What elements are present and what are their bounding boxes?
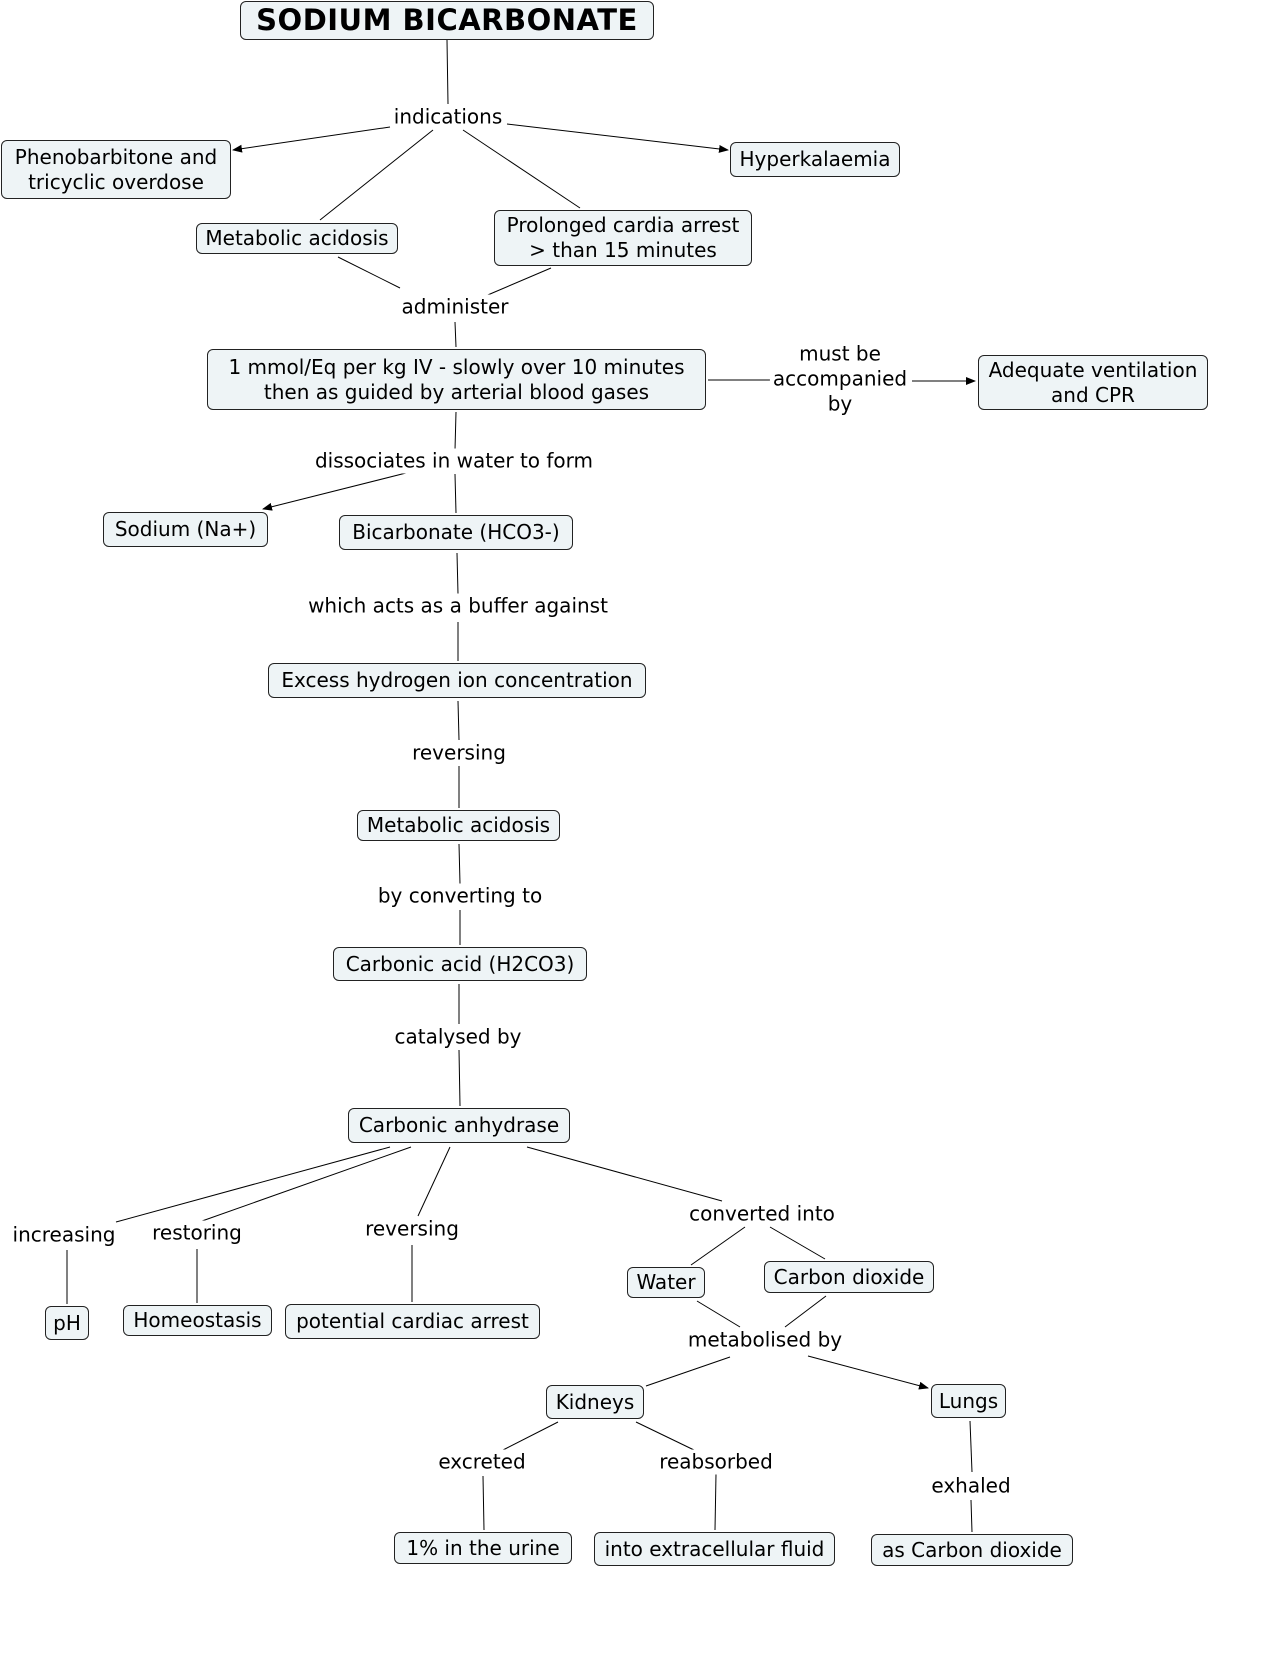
- link-excreted: excreted: [435, 1449, 529, 1475]
- link-reabsorbed: reabsorbed: [656, 1449, 776, 1475]
- node-lungs[interactable]: Lungs: [931, 1384, 1006, 1418]
- node-metabolic-acidosis[interactable]: Metabolic acidosis: [196, 223, 398, 254]
- node-ventilation-cpr[interactable]: Adequate ventilation and CPR: [978, 355, 1208, 410]
- node-carbonic-anhydrase[interactable]: Carbonic anhydrase: [348, 1108, 570, 1143]
- node-homeostasis[interactable]: Homeostasis: [123, 1305, 272, 1336]
- node-sodium[interactable]: Sodium (Na+): [103, 512, 268, 547]
- node-metabolic-acidosis-2[interactable]: Metabolic acidosis: [357, 810, 560, 841]
- link-exhaled: exhaled: [928, 1473, 1014, 1499]
- node-ph[interactable]: pH: [45, 1306, 89, 1340]
- link-increasing: increasing: [9, 1222, 119, 1248]
- node-as-carbon-dioxide[interactable]: as Carbon dioxide: [871, 1534, 1073, 1566]
- node-carbon-dioxide[interactable]: Carbon dioxide: [764, 1261, 934, 1293]
- link-metabolised: metabolised by: [684, 1327, 846, 1353]
- link-restoring: restoring: [149, 1220, 245, 1246]
- node-bicarbonate[interactable]: Bicarbonate (HCO3-): [339, 515, 573, 550]
- link-reversing: reversing: [409, 740, 509, 766]
- node-carbonic-acid[interactable]: Carbonic acid (H2CO3): [333, 947, 587, 981]
- node-water[interactable]: Water: [627, 1267, 705, 1298]
- node-prolonged-arrest[interactable]: Prolonged cardia arrest > than 15 minute…: [494, 210, 752, 266]
- root-concept-title[interactable]: SODIUM BICARBONATE: [240, 1, 654, 40]
- node-kidneys[interactable]: Kidneys: [546, 1385, 644, 1419]
- node-excess-hydrogen[interactable]: Excess hydrogen ion concentration: [268, 663, 646, 698]
- link-dissociates: dissociates in water to form: [311, 448, 597, 474]
- link-converting: by converting to: [374, 883, 546, 909]
- node-extracellular-fluid[interactable]: into extracellular fluid: [594, 1532, 835, 1566]
- node-urine[interactable]: 1% in the urine: [394, 1532, 572, 1564]
- node-hyperkalaemia[interactable]: Hyperkalaemia: [730, 142, 900, 177]
- link-administer: administer: [398, 294, 512, 320]
- link-accompanied: must be accompanied by: [769, 341, 911, 417]
- link-reversing-2: reversing: [362, 1216, 462, 1242]
- node-phenobarbitone[interactable]: Phenobarbitone and tricyclic overdose: [1, 140, 231, 199]
- node-cardiac-arrest[interactable]: potential cardiac arrest: [285, 1304, 540, 1339]
- node-dose[interactable]: 1 mmol/Eq per kg IV - slowly over 10 min…: [207, 349, 706, 410]
- link-indications: indications: [390, 104, 506, 130]
- link-buffer: which acts as a buffer against: [305, 593, 611, 619]
- link-converted-into: converted into: [686, 1201, 838, 1227]
- link-catalysed: catalysed by: [391, 1024, 525, 1050]
